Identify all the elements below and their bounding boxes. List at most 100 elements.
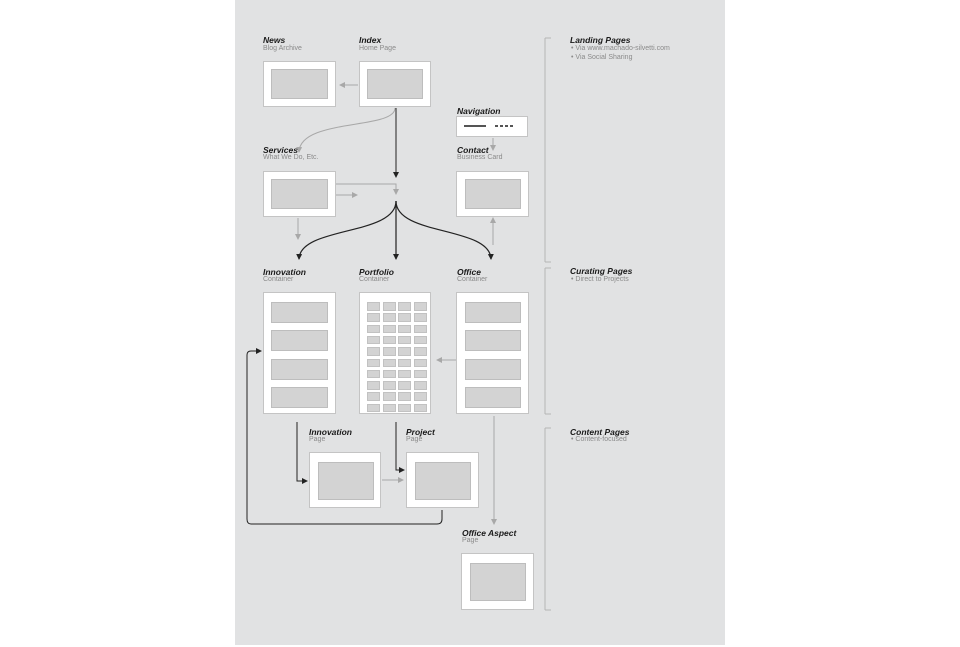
nav-link-line: [464, 125, 486, 127]
portfolio-thumbnail[interactable]: [382, 302, 396, 311]
office-item-1[interactable]: [465, 302, 521, 323]
portfolio-thumbnail[interactable]: [382, 347, 396, 356]
bracket-landing: [544, 37, 551, 263]
portfolio-thumbnail[interactable]: [413, 313, 427, 322]
portfolio-thumbnail[interactable]: [367, 358, 380, 367]
office-item-2[interactable]: [465, 330, 521, 351]
portfolio-thumbnail[interactable]: [413, 302, 427, 311]
office-aspect-card[interactable]: [461, 553, 534, 610]
arrow-fork-to-innovation: [296, 200, 397, 260]
office-container-title: Office: [457, 267, 481, 277]
portfolio-thumbnail[interactable]: [367, 335, 380, 345]
portfolio-thumbnail[interactable]: [367, 369, 380, 379]
innovation-container-subtitle: Container: [263, 276, 294, 283]
portfolio-thumbnail[interactable]: [367, 302, 380, 311]
portfolio-thumbnail[interactable]: [398, 369, 411, 379]
portfolio-thumbnail[interactable]: [382, 313, 396, 322]
project-page-thumbnail: [415, 462, 471, 500]
portfolio-thumbnail[interactable]: [398, 381, 411, 390]
portfolio-thumbnail[interactable]: [367, 324, 380, 334]
index-subtitle: Home Page: [359, 45, 396, 52]
arrow-innovation-to-page: [296, 422, 308, 484]
bracket-curating: [544, 267, 551, 415]
portfolio-thumbnail[interactable]: [413, 369, 427, 379]
portfolio-thumbnail[interactable]: [367, 347, 380, 356]
bracket-content: [544, 427, 551, 611]
portfolio-thumbnail[interactable]: [382, 335, 396, 345]
innovation-container-title: Innovation: [263, 267, 306, 277]
portfolio-thumbnail[interactable]: [367, 313, 380, 322]
portfolio-thumbnail[interactable]: [398, 302, 411, 311]
portfolio-thumbnail[interactable]: [413, 381, 427, 390]
contact-thumbnail: [465, 179, 521, 209]
portfolio-thumbnail[interactable]: [413, 392, 427, 401]
portfolio-thumbnail[interactable]: [398, 403, 411, 413]
office-item-3[interactable]: [465, 359, 521, 380]
portfolio-thumbnail[interactable]: [413, 324, 427, 334]
office-aspect-subtitle: Page: [462, 537, 479, 544]
office-container-subtitle: Container: [457, 276, 488, 283]
landing-pages-item-1: • Via www.machado-silvetti.com: [571, 45, 670, 52]
portfolio-thumbnail[interactable]: [382, 324, 396, 334]
arrow-project-to-innovation: [246, 348, 443, 525]
arrow-services-to-fork: [336, 183, 399, 195]
portfolio-thumbnail[interactable]: [413, 358, 427, 367]
innovation-page-subtitle: Page: [309, 436, 326, 443]
portfolio-thumbnail[interactable]: [367, 392, 380, 401]
services-card[interactable]: [263, 171, 336, 217]
portfolio-thumbnail[interactable]: [382, 358, 396, 367]
arrow-portfolio-to-project: [395, 422, 405, 473]
portfolio-thumbnail[interactable]: [382, 369, 396, 379]
services-subtitle: What We Do, Etc.: [263, 154, 319, 161]
portfolio-thumbnail[interactable]: [382, 392, 396, 401]
index-title: Index: [359, 35, 382, 45]
portfolio-thumbnail[interactable]: [382, 381, 396, 390]
portfolio-container-title: Portfolio: [359, 267, 394, 277]
news-subtitle: Blog Archive: [263, 45, 302, 52]
innovation-container-card[interactable]: [263, 292, 336, 414]
portfolio-thumbnail[interactable]: [398, 324, 411, 334]
innovation-item-3[interactable]: [271, 359, 328, 380]
services-thumbnail: [271, 179, 328, 209]
news-title: News: [263, 35, 286, 45]
innovation-item-2[interactable]: [271, 330, 328, 351]
portfolio-thumbnail[interactable]: [398, 358, 411, 367]
index-card[interactable]: [359, 61, 431, 107]
office-item-4[interactable]: [465, 387, 521, 408]
portfolio-thumbnail[interactable]: [398, 347, 411, 356]
portfolio-thumbnail[interactable]: [398, 335, 411, 345]
portfolio-thumbnail[interactable]: [367, 403, 380, 413]
arrow-index-to-services: [296, 107, 396, 153]
portfolio-thumbnail[interactable]: [398, 392, 411, 401]
office-aspect-title: Office Aspect: [462, 528, 517, 538]
contact-title: Contact: [457, 145, 489, 155]
curating-pages-item-1: • Direct to Projects: [571, 276, 629, 283]
portfolio-container-subtitle: Container: [359, 276, 390, 283]
news-card[interactable]: [263, 61, 336, 107]
portfolio-container-card[interactable]: [359, 292, 431, 414]
navigation-title: Navigation: [457, 106, 501, 116]
content-pages-title: Content Pages: [570, 427, 630, 437]
portfolio-thumbnail[interactable]: [413, 347, 427, 356]
innovation-item-4[interactable]: [271, 387, 328, 408]
contact-subtitle: Business Card: [457, 154, 503, 161]
project-page-card[interactable]: [406, 452, 479, 508]
nav-link-line-dashed: [495, 125, 515, 127]
curating-pages-title: Curating Pages: [570, 266, 633, 276]
navigation-card[interactable]: [456, 116, 528, 137]
office-aspect-thumbnail: [470, 563, 526, 601]
portfolio-thumbnail[interactable]: [398, 313, 411, 322]
portfolio-thumbnail[interactable]: [367, 381, 380, 390]
innovation-page-card[interactable]: [309, 452, 381, 508]
innovation-page-title: Innovation: [309, 427, 352, 437]
portfolio-thumbnail[interactable]: [413, 403, 427, 413]
project-page-title: Project: [406, 427, 435, 437]
content-pages-item-1: • Content-focused: [571, 436, 627, 443]
office-container-card[interactable]: [456, 292, 529, 414]
portfolio-thumbnail[interactable]: [413, 335, 427, 345]
portfolio-thumbnail[interactable]: [382, 403, 396, 413]
landing-pages-title: Landing Pages: [570, 35, 631, 45]
innovation-item-1[interactable]: [271, 302, 328, 323]
contact-card[interactable]: [456, 171, 529, 217]
